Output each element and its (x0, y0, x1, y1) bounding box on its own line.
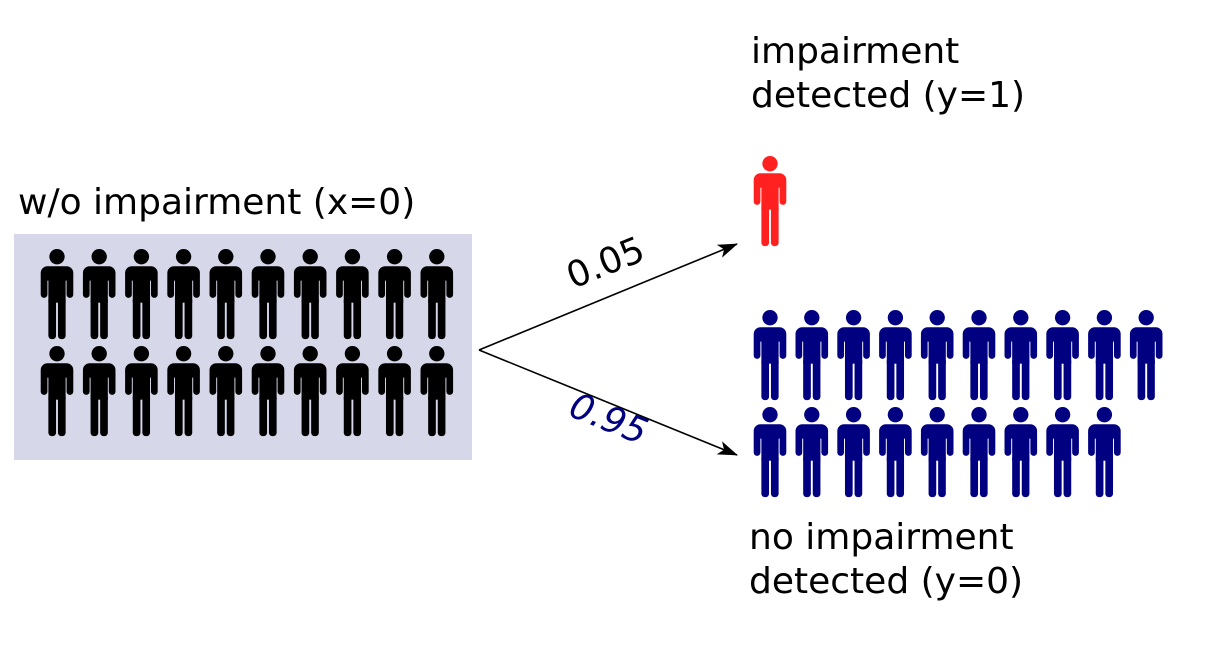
undetected-person-icon-8 (1046, 310, 1079, 401)
undetected-person-icon-10 (1129, 310, 1163, 401)
undetected-person-icon-6 (962, 310, 996, 401)
undetected-person-icon-17 (1004, 407, 1038, 498)
undetected-person-icon-5 (920, 310, 954, 401)
undetected-person-icon-4 (879, 310, 912, 401)
undetected-person-icon-3 (837, 310, 870, 401)
undetected-person-icon-15 (920, 407, 954, 498)
detected-group-title: impairment detected (y=1) (751, 30, 1025, 118)
undetected-person-icon-18 (1046, 407, 1079, 498)
edge-arrow-undetected (478, 349, 738, 456)
undetected-person-icon-14 (879, 407, 912, 498)
detected-title-line-1: impairment (751, 31, 960, 72)
undetected-group-title: no impairment detected (y=0) (749, 516, 1023, 604)
undetected-title-line-2: detected (y=0) (749, 561, 1024, 602)
undetected-title-line-1: no impairment (749, 517, 1014, 558)
undetected-person-icon-12 (795, 407, 829, 498)
undetected-person-icon-2 (795, 310, 829, 401)
edge-arrow-detected (478, 243, 738, 351)
detected-people-group (753, 156, 787, 247)
undetected-person-icon-9 (1088, 310, 1121, 401)
detected-title-line-2: detected (y=1) (751, 75, 1026, 116)
edge-label-detected-probability: 0.05 (561, 229, 651, 297)
undetected-person-icon-19 (1088, 407, 1121, 498)
detected-person-icon-1 (753, 156, 787, 247)
undetected-person-icon-13 (837, 407, 870, 498)
source-group-title: w/o impairment (x=0) (18, 182, 416, 223)
undetected-person-icon-16 (962, 407, 996, 498)
undetected-person-icon-7 (1004, 310, 1038, 401)
undetected-people-group (753, 310, 1163, 498)
edge-label-undetected-probability: 0.95 (563, 385, 653, 453)
undetected-person-icon-11 (753, 407, 787, 498)
undetected-person-icon-1 (753, 310, 787, 401)
